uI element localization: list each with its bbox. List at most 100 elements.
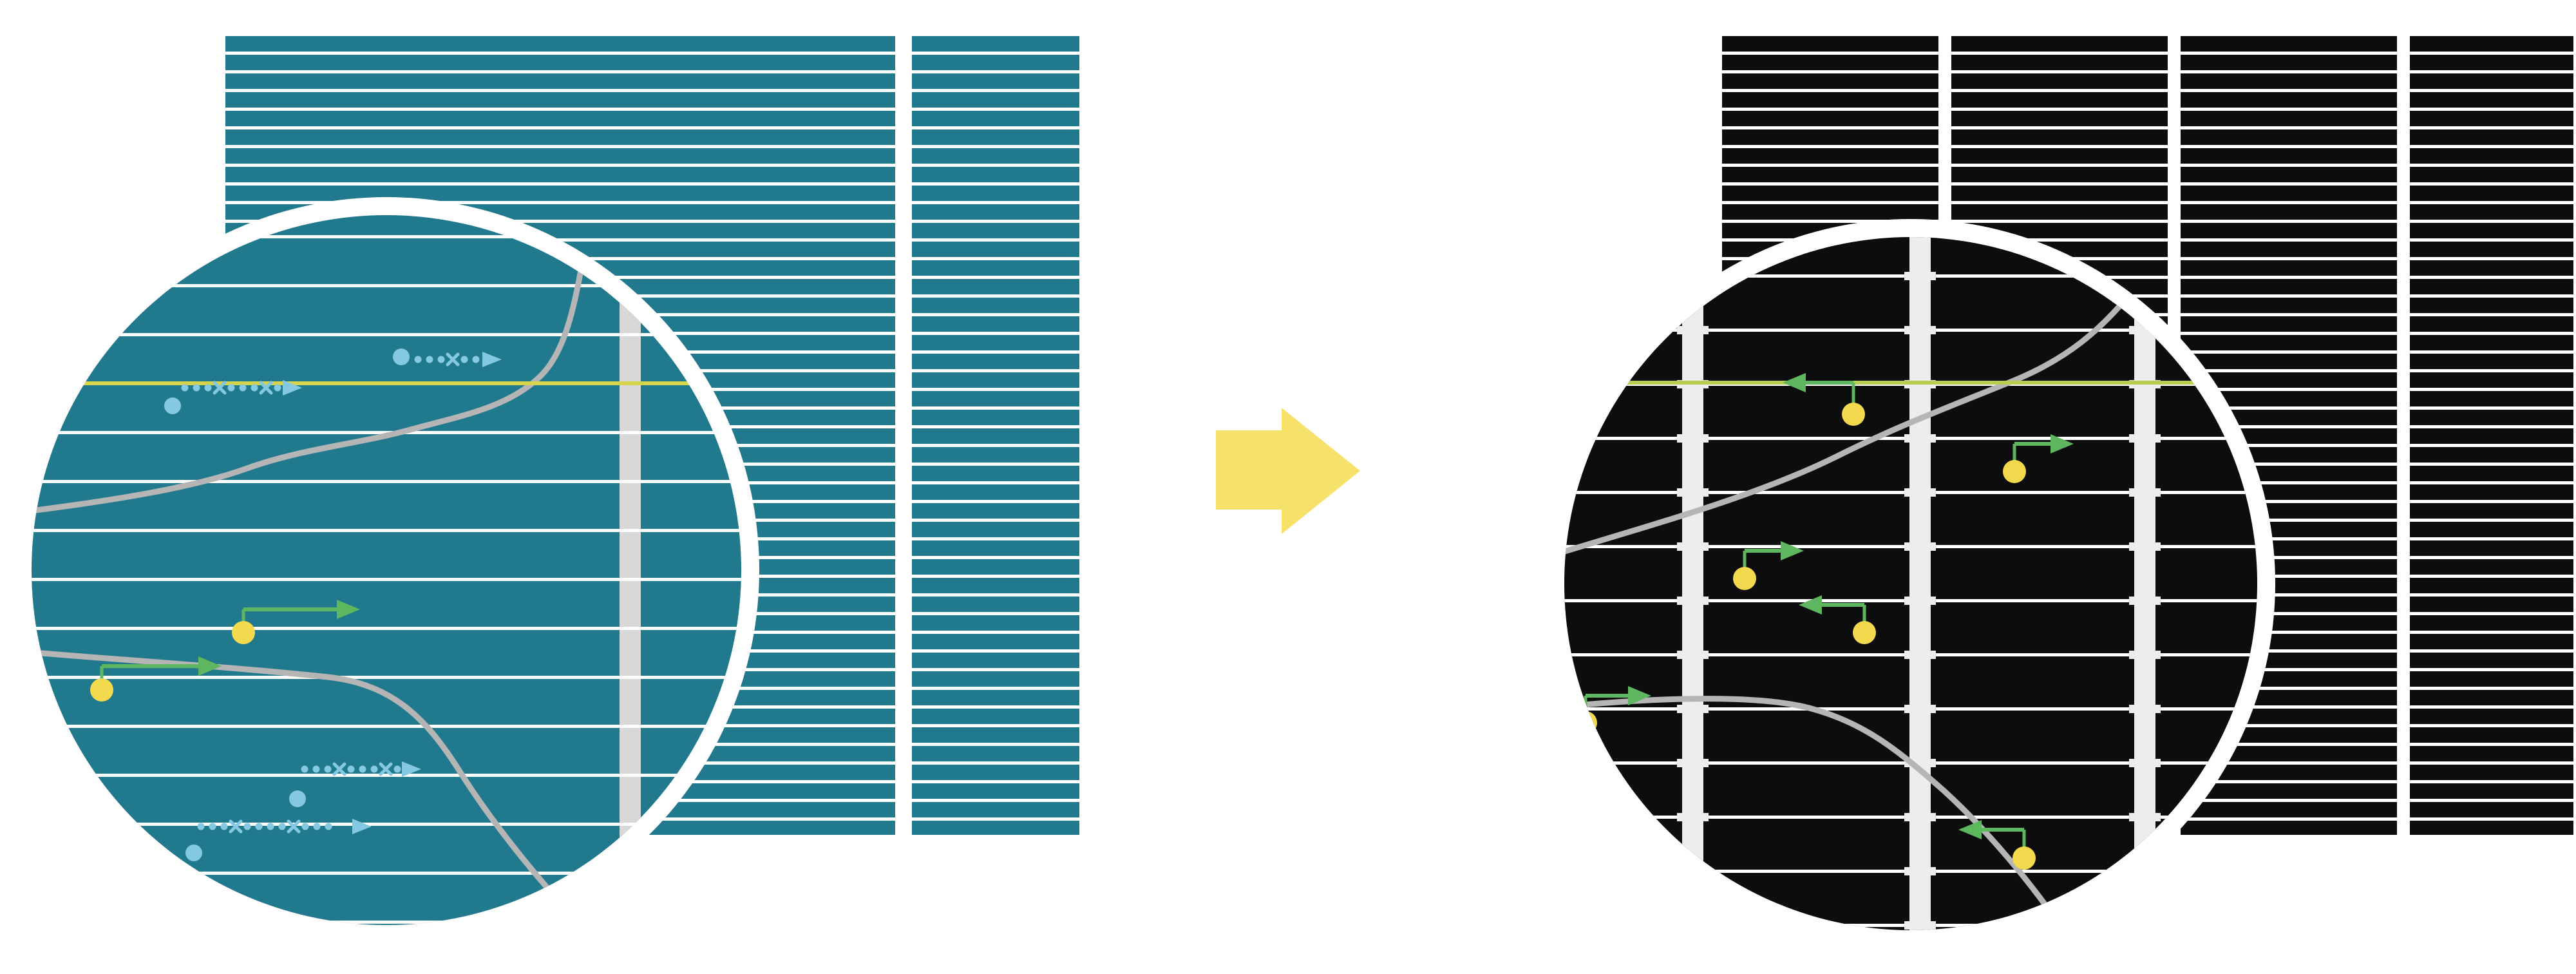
busbar-tick	[1677, 759, 1709, 767]
busbar-tick	[1904, 651, 1936, 659]
carrier-dot	[1842, 403, 1865, 426]
busbar-tick	[2129, 434, 2161, 443]
cell-segment	[912, 36, 1079, 835]
scatter-dot	[393, 765, 401, 773]
carrier-arrowhead-icon	[1781, 541, 1804, 560]
busbar-tick	[1677, 272, 1709, 280]
finger-line	[32, 725, 741, 728]
finger-line	[32, 284, 741, 287]
carrier-arrowhead-icon	[198, 656, 222, 676]
scatter-dot	[313, 823, 321, 830]
busbar-tick	[2129, 921, 2161, 930]
collector-line	[32, 381, 741, 385]
scatter-dot	[324, 765, 332, 773]
carrier-dot	[1853, 621, 1876, 644]
finger-line	[32, 823, 741, 826]
scatter-dot	[193, 384, 200, 392]
scatter-dot	[197, 823, 205, 830]
scatter-dot	[227, 384, 235, 392]
finger-line	[32, 627, 741, 630]
scatter-dot	[460, 356, 468, 363]
busbar-tick	[2129, 651, 2161, 659]
electron-dot	[185, 845, 202, 861]
busbar-tick	[2129, 759, 2161, 767]
busbar-tick	[2129, 542, 2161, 551]
scatter-dot	[370, 765, 378, 773]
scatter-dot	[278, 823, 286, 830]
carrier-arrowhead-icon	[2050, 434, 2074, 454]
carrier-dot	[232, 621, 255, 644]
scatter-dot	[181, 384, 189, 392]
scatter-cross-icon	[259, 381, 273, 395]
scatter-dot	[426, 356, 433, 363]
scatter-dot	[255, 823, 263, 830]
busbar-tick	[1677, 542, 1709, 551]
busbar	[1682, 237, 1703, 930]
finger-line	[32, 480, 741, 483]
scatter-cross-icon	[287, 819, 301, 834]
busbar-tick	[1904, 326, 1936, 334]
busbar-tick	[1904, 813, 1936, 821]
scatter-arrowhead-icon	[402, 761, 421, 777]
carrier-dot	[1733, 567, 1756, 590]
busbar-tick	[1904, 921, 1936, 930]
carrier-dot	[2012, 846, 2036, 870]
carrier-dot	[90, 678, 113, 702]
busbar-tick	[1904, 272, 1936, 280]
busbar-tick	[1904, 597, 1936, 605]
scatter-dot	[220, 823, 228, 830]
busbar-tick	[1677, 434, 1709, 443]
grain-boundary-curve	[32, 647, 583, 925]
busbar-tick	[1677, 813, 1709, 821]
carrier-arrowhead-icon	[337, 600, 360, 619]
busbar-tick	[1677, 921, 1709, 930]
busbar-tick	[1904, 488, 1936, 497]
busbar-tick	[1677, 651, 1709, 659]
busbar-tick	[1677, 326, 1709, 334]
collector-line	[1564, 381, 2257, 385]
scatter-dot	[437, 356, 445, 363]
busbar-tick	[2129, 488, 2161, 497]
scatter-dot	[239, 384, 247, 392]
busbar-tick	[1904, 434, 1936, 443]
scatter-cross-icon	[379, 762, 393, 776]
busbar-tick	[1904, 542, 1936, 551]
busbar-tick	[1677, 705, 1709, 713]
scatter-dot	[251, 384, 258, 392]
finger-line	[32, 921, 741, 924]
busbar-tick	[2129, 597, 2161, 605]
scatter-dot	[414, 356, 422, 363]
scatter-arrowhead-icon	[352, 819, 372, 834]
electron-dot	[289, 790, 306, 807]
scatter-arrowhead-icon	[482, 352, 502, 367]
finger-line	[32, 676, 741, 679]
scatter-cross-icon	[229, 819, 243, 834]
scatter-cross-icon	[213, 381, 227, 395]
scatter-dot	[472, 356, 480, 363]
scatter-dot	[209, 823, 216, 830]
carrier-arrowhead-icon	[1783, 373, 1806, 392]
finger-line	[32, 235, 741, 238]
busbar	[1909, 237, 1931, 930]
scatter-dot	[267, 823, 274, 830]
busbar-tick	[1904, 867, 1936, 875]
scatter-dot	[204, 384, 212, 392]
scatter-dot	[347, 765, 355, 773]
scatter-dot	[325, 823, 332, 830]
electron-dot	[393, 349, 410, 365]
busbar-tick	[2129, 272, 2161, 280]
scatter-dot	[312, 765, 320, 773]
scatter-dot	[301, 823, 309, 830]
scatter-dot	[274, 384, 281, 392]
scatter-cross-icon	[446, 352, 460, 367]
scatter-cross-icon	[332, 762, 346, 776]
electron-dot	[164, 397, 181, 414]
scatter-dot	[301, 765, 308, 773]
finger-line	[32, 578, 741, 581]
carrier-arrowhead-icon	[1628, 686, 1651, 705]
grain-boundary-curve	[32, 215, 595, 515]
carrier-arrowhead-icon	[1799, 595, 1822, 615]
busbar-tick	[2129, 705, 2161, 713]
scatter-dot	[243, 823, 251, 830]
